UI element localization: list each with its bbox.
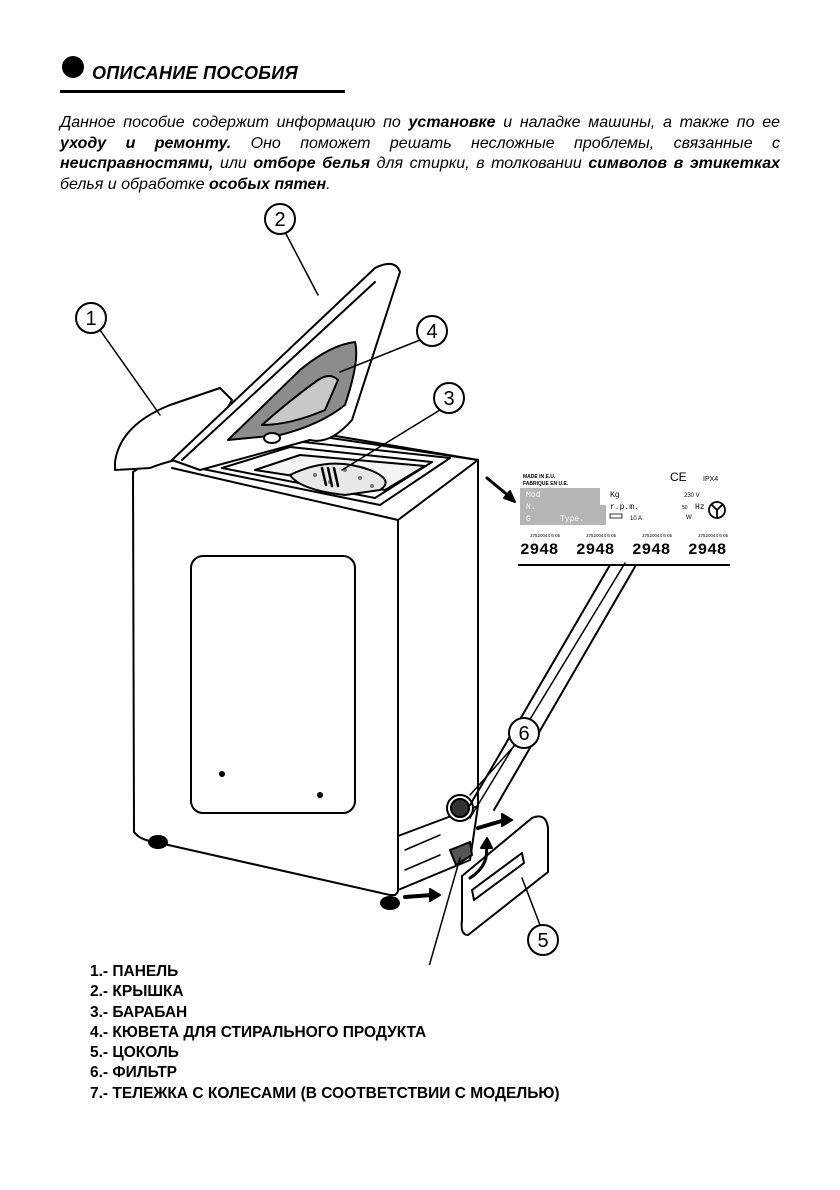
intro-emphasis: отборе белья (253, 155, 371, 172)
svg-text:Mod: Mod (526, 491, 541, 500)
legend-item: 1.- ПАНЕЛЬ (90, 963, 179, 980)
intro-text: белья и обработке (60, 175, 209, 193)
svg-text:37520044 6 05: 37520044 6 05 (586, 533, 617, 538)
svg-text:2948: 2948 (576, 541, 614, 559)
section-header: ОПИСАНИЕ ПОСОБИЯ (60, 56, 350, 98)
svg-text:3: 3 (443, 388, 454, 410)
washing-machine-diagram: 1 2 3 4 5 6 7 MADE IN E.U. FABRIQUE EN (75, 203, 730, 965)
svg-text:4: 4 (426, 321, 437, 343)
legend-item: 3.- БАРАБАН (90, 1003, 188, 1021)
intro-emphasis: установке (408, 114, 496, 131)
svg-text:2948: 2948 (632, 541, 670, 559)
title-underline (60, 90, 345, 93)
callout-6: 6 (508, 717, 540, 749)
legend-item: 5.- ЦОКОЛЬ (90, 1044, 179, 1062)
svg-text:Type.: Type. (560, 515, 584, 524)
intro-text: . (326, 175, 331, 193)
callout-5: 5 (527, 924, 559, 956)
trolley-lever (449, 841, 473, 866)
svg-text:2948: 2948 (520, 541, 558, 559)
front-window (190, 555, 356, 814)
legend-item: 7.- ТЕЛЕЖКА С КОЛЕСАМИ (В СООТВЕТСТВИИ С… (90, 1084, 560, 1102)
svg-text:50: 50 (682, 505, 688, 511)
intro-text: для стирки, в толковании (370, 155, 589, 172)
svg-text:MADE IN E.U.: MADE IN E.U. (523, 474, 556, 480)
intro-text: Оно поможет решать несложные проблемы, с… (231, 134, 781, 152)
svg-text:6: 6 (518, 723, 529, 745)
intro-text: Данное пособие содержит информацию по (60, 114, 409, 131)
legend-item: 4.- КЮВЕТА ДЛЯ СТИРАЛЬНОГО ПРОДУКТА (90, 1023, 427, 1041)
svg-text:Hz: Hz (695, 503, 705, 512)
section-title: ОПИСАНИЕ ПОСОБИЯ (92, 63, 298, 83)
svg-text:37520044 6 05: 37520044 6 05 (530, 533, 561, 538)
intro-text: и наладке машины, а также по ее (495, 114, 781, 131)
svg-text:10 A: 10 A (630, 516, 642, 522)
callout-2: 2 (264, 203, 296, 235)
intro-emphasis: неисправностями, (60, 155, 214, 172)
detergent-drawer (227, 341, 358, 441)
svg-text:IPX4: IPX4 (703, 476, 718, 483)
legend-item: 6.- ФИЛЬТР (90, 1064, 178, 1082)
callout-4: 4 (416, 315, 448, 347)
intro-emphasis: особых пятен (208, 175, 327, 193)
svg-text:CE: CE (670, 470, 687, 484)
intro-emphasis: символов в этикетках (588, 155, 781, 172)
svg-text:Kg: Kg (610, 491, 620, 500)
svg-text:2948: 2948 (688, 541, 726, 559)
svg-text:FABRIQUE EN U.E.: FABRIQUE EN U.E. (523, 481, 569, 487)
bullet-icon (62, 56, 84, 78)
svg-text:W: W (686, 515, 692, 521)
certification-icon (708, 501, 726, 519)
intro-paragraph: Данное пособие содержит информацию по ус… (60, 113, 780, 195)
svg-text:2: 2 (274, 209, 285, 231)
svg-text:5: 5 (537, 930, 548, 952)
plinth (460, 815, 549, 936)
lid (171, 262, 401, 471)
callout-3: 3 (433, 382, 465, 414)
intro-emphasis: уходу и ремонту. (60, 134, 232, 152)
svg-text:37520044 6 05: 37520044 6 05 (642, 533, 673, 538)
svg-text:r.p.m.: r.p.m. (610, 503, 639, 512)
svg-text:37520044 6 05: 37520044 6 05 (698, 533, 729, 538)
svg-text:230 V: 230 V (684, 493, 700, 499)
intro-text: или (213, 155, 254, 172)
svg-text:G: G (526, 515, 531, 524)
svg-text:1: 1 (85, 308, 96, 330)
legend-item: 2.- КРЫШКА (90, 983, 184, 1001)
rating-plate: MADE IN E.U. FABRIQUE EN U.E. CE IPX4 Mo… (518, 470, 730, 566)
callout-1: 1 (75, 302, 107, 334)
parts-legend: 1.- ПАНЕЛЬ 2.- КРЫШКА 3.- БАРАБАН 4.- КЮ… (90, 962, 560, 1104)
svg-text:N.: N. (526, 503, 536, 512)
